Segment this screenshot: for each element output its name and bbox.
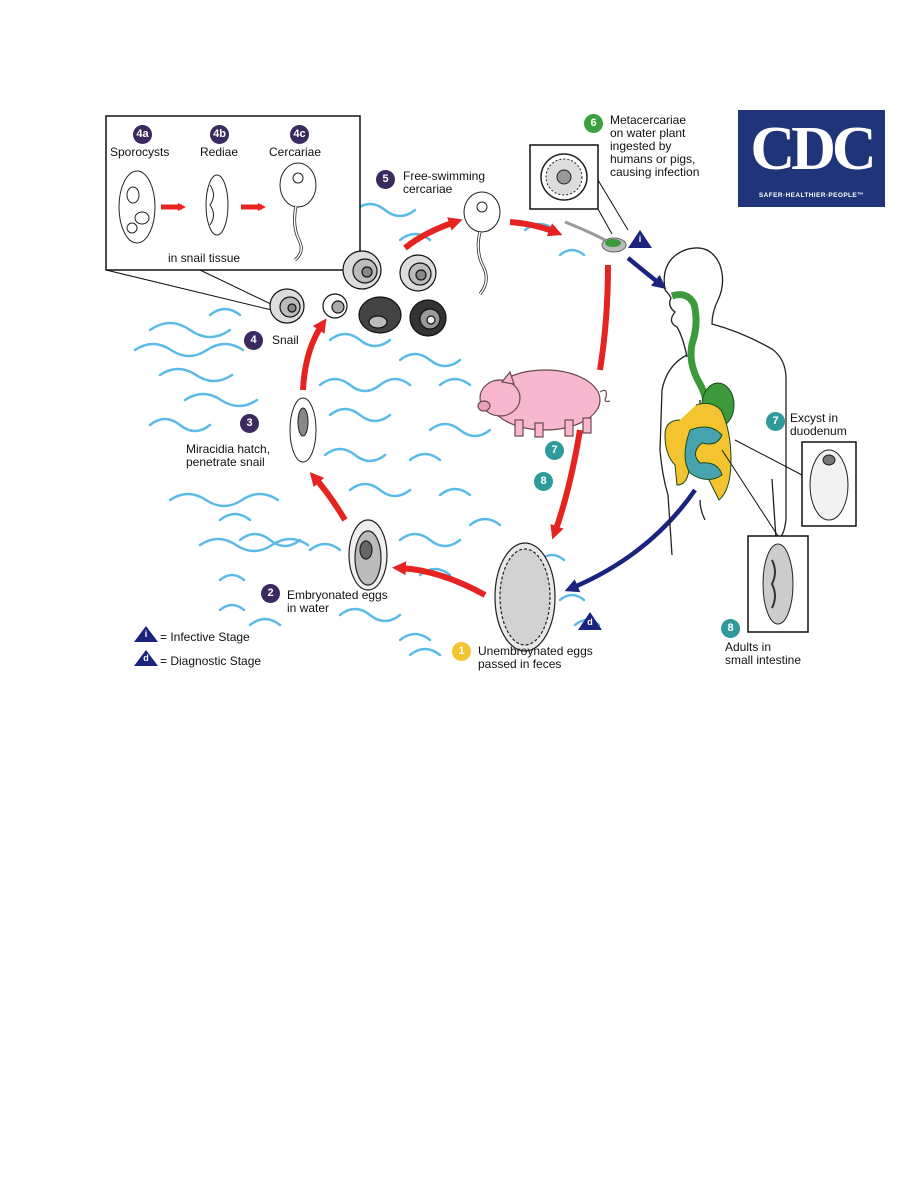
snail-shell bbox=[358, 296, 402, 334]
cdc-logo-tagline: SAFER·HEALTHIER·PEOPLE™ bbox=[758, 192, 865, 199]
diagnostic-stage-marker: d bbox=[587, 617, 593, 627]
stage-5-badge: 5 bbox=[376, 170, 395, 189]
miracidium-drawing bbox=[289, 397, 317, 463]
stage-5-label: Free-swimming cercariae bbox=[403, 169, 486, 196]
stage-7-label: Excyst in duodenum bbox=[790, 411, 847, 438]
free-cercaria-drawing bbox=[463, 191, 501, 295]
stage-3-label: Miracidia hatch, penetrate snail bbox=[186, 442, 271, 469]
stage-6-label: Metacercariae on water plant ingested by… bbox=[610, 113, 700, 179]
stage-4c-badge: 4c bbox=[290, 125, 309, 144]
snail-shell bbox=[269, 288, 305, 324]
stage-1-badge: 1 bbox=[452, 642, 471, 661]
stage-1-label: Unembroynated eggs passed in feces bbox=[478, 644, 593, 671]
stage-4-badge: 4 bbox=[244, 331, 263, 350]
pig-drawing bbox=[477, 369, 611, 438]
infective-stage-marker: i bbox=[638, 234, 642, 244]
arrow-6-to-human bbox=[626, 256, 667, 289]
stage-6-badge: 6 bbox=[584, 114, 603, 133]
embryonated-egg-drawing bbox=[348, 519, 388, 591]
water-plant-spoon bbox=[564, 220, 627, 253]
snail-shell bbox=[409, 299, 447, 337]
pig-stage-7-badge: 7 bbox=[545, 441, 564, 460]
stage-4b-label: Rediae bbox=[200, 145, 239, 159]
snails bbox=[269, 250, 447, 337]
arrow-5-to-6 bbox=[509, 219, 563, 237]
stage-4a-label: Sporocysts bbox=[110, 145, 170, 159]
blue-arrows bbox=[564, 256, 697, 593]
stage-8-badge: 8 bbox=[721, 619, 740, 638]
snail-tissue-caption: in snail tissue bbox=[168, 251, 241, 265]
arrow-1-to-2 bbox=[392, 561, 487, 598]
arrow-pig-to-1 bbox=[550, 429, 583, 540]
pig-stage-8-badge: 8 bbox=[534, 472, 553, 491]
metacercaria-inset bbox=[529, 144, 629, 235]
water-waves bbox=[133, 202, 601, 657]
legend-diagnostic-label: = Diagnostic Stage bbox=[160, 654, 262, 668]
snail-shell bbox=[399, 254, 437, 292]
stage-2-label: Embryonated eggs in water bbox=[287, 588, 388, 615]
excyst-inset bbox=[734, 439, 857, 527]
stage-3-badge: 3 bbox=[240, 414, 259, 433]
stage-7-badge: 7 bbox=[766, 412, 785, 431]
arrow-6-to-pig bbox=[597, 264, 611, 371]
stage-2-badge: 2 bbox=[261, 584, 280, 603]
red-cycle-arrows bbox=[300, 217, 611, 598]
legend-infective-symbol: i bbox=[144, 629, 148, 639]
snail-shell bbox=[342, 250, 382, 290]
sporocyst-drawing bbox=[118, 170, 156, 244]
stage-4-label: Snail bbox=[272, 333, 299, 347]
legend-diagnostic-symbol: d bbox=[143, 653, 149, 663]
arrow-2-to-3 bbox=[309, 472, 348, 522]
stage-4b-badge: 4b bbox=[210, 125, 229, 144]
legend-infective-label: = Infective Stage bbox=[160, 630, 250, 644]
cdc-logo-text: CDC bbox=[750, 115, 876, 183]
stage-4a-badge: 4a bbox=[133, 125, 152, 144]
human-figure bbox=[659, 247, 787, 556]
legend-shapes bbox=[134, 230, 652, 666]
digestive-tract bbox=[664, 291, 735, 501]
stage-8-label: Adults in small intestine bbox=[725, 640, 802, 667]
redia-drawing bbox=[205, 174, 229, 236]
cercaria-drawing bbox=[279, 162, 317, 262]
snail-shell bbox=[322, 293, 348, 319]
arrow-3-to-4 bbox=[300, 318, 327, 391]
arrow-human-to-1 bbox=[564, 488, 697, 593]
arrow-4-to-5 bbox=[403, 217, 463, 251]
unembryonated-egg-drawing bbox=[494, 542, 556, 652]
stage-4c-label: Cercariae bbox=[269, 145, 322, 159]
cdc-logo: CDC SAFER·HEALTHIER·PEOPLE™ bbox=[738, 110, 885, 207]
adult-fluke-inset bbox=[721, 449, 809, 633]
